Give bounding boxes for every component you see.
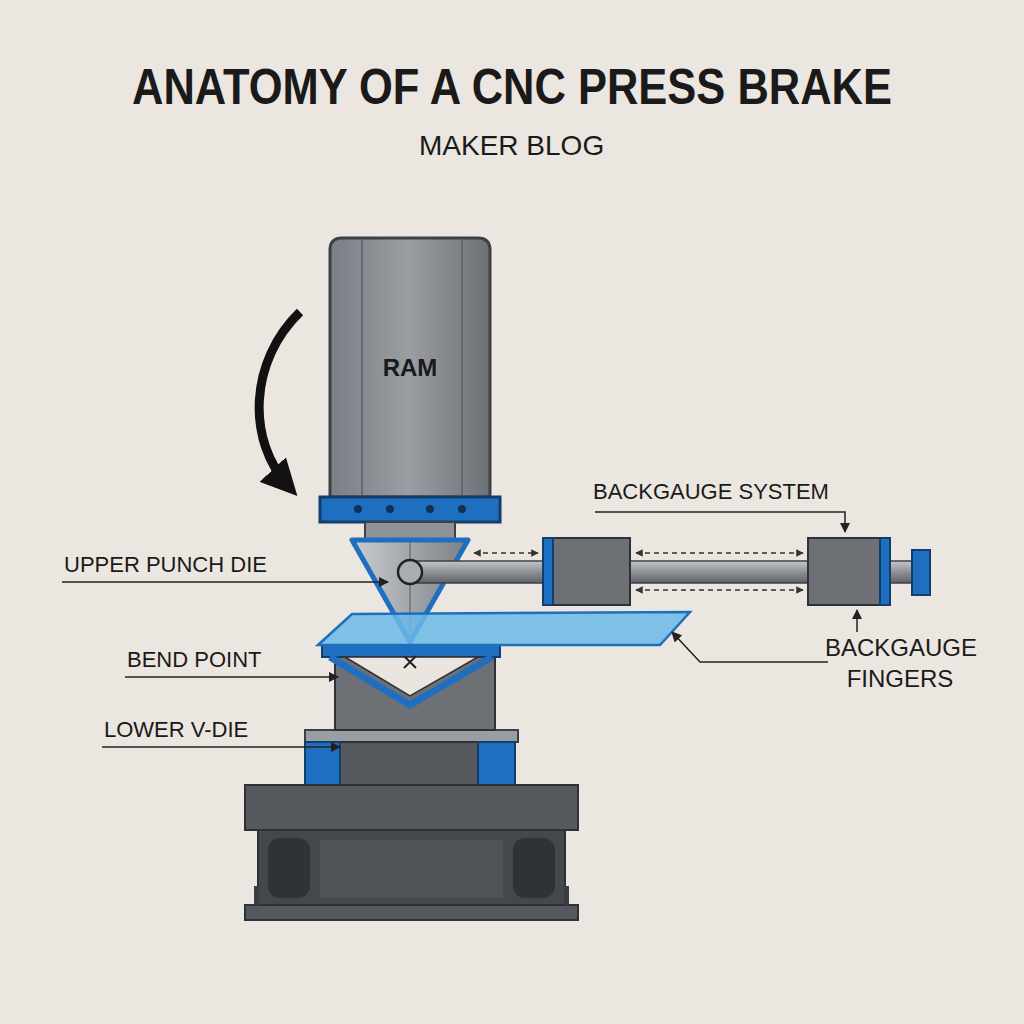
leader-lines xyxy=(62,512,857,747)
part-label: BACKGAUGE SYSTEM xyxy=(593,478,829,507)
ram-label-area: RAM xyxy=(330,238,490,497)
title: ANATOMY OF A CNC PRESS BRAKE xyxy=(132,58,892,116)
subtitle: MAKER BLOG xyxy=(419,128,604,164)
part-label: BACKGAUGE FINGERS xyxy=(825,632,975,694)
backgauge-block xyxy=(808,538,890,605)
sheet-metal xyxy=(318,612,690,645)
part-label: RAM xyxy=(383,354,438,382)
part-label: BEND POINT xyxy=(127,646,261,675)
part-label: LOWER V-DIE xyxy=(104,716,248,745)
backgauge-block xyxy=(543,538,630,605)
part-label: UPPER PUNCH DIE xyxy=(64,551,267,580)
lower-die xyxy=(335,650,495,730)
motion-arrow xyxy=(259,312,300,488)
clamp-band xyxy=(320,497,500,522)
ram-body xyxy=(330,238,490,497)
machine-bed xyxy=(245,785,578,830)
